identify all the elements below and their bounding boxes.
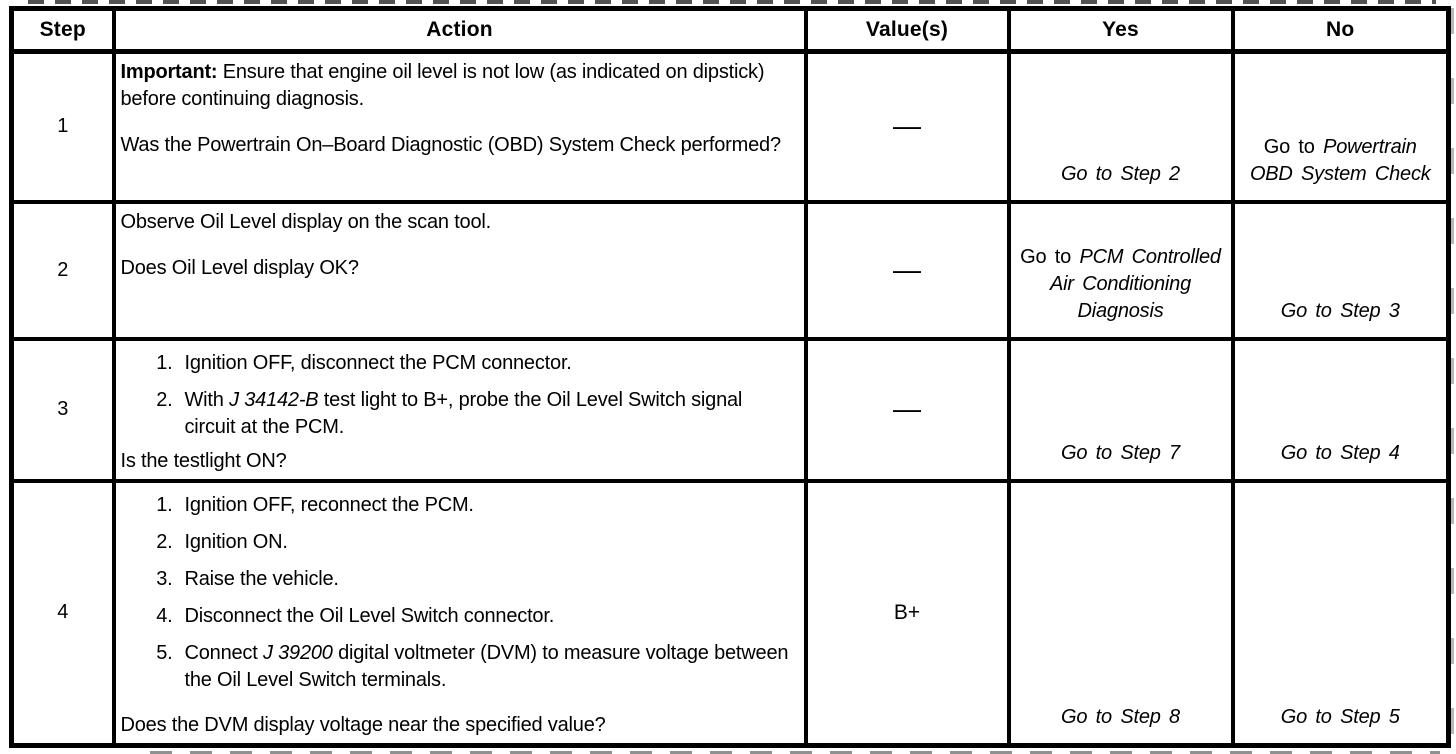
value-cell: — xyxy=(803,199,1011,341)
table-row-step-4: 4 1. Ignition OFF, reconnect the PCM. 2.… xyxy=(9,478,1451,747)
list-text: Ignition OFF, disconnect the PCM connect… xyxy=(184,351,572,374)
no-cell: Go to Step 5 xyxy=(1230,478,1451,747)
step-number: 2 xyxy=(9,199,116,341)
action-text: Observe Oil Level display on the scan to… xyxy=(120,210,492,233)
action-cell: Important: Ensure that engine oil level … xyxy=(111,49,808,204)
list-text: Disconnect the Oil Level Switch connecto… xyxy=(184,604,555,627)
col-header-step: Step xyxy=(9,6,116,54)
question-text: Was the Powertrain On–Board Diagnostic (… xyxy=(120,134,782,156)
list-number: 3. xyxy=(156,567,173,590)
yes-cell: Go to Step 7 xyxy=(1006,336,1235,483)
goto-reference: Powertrain OBD System Check xyxy=(1249,135,1431,185)
procedure-list: 1. Ignition OFF, disconnect the PCM conn… xyxy=(121,346,796,441)
table-row-step-2: 2 Observe Oil Level display on the scan … xyxy=(9,199,1451,341)
yes-cell: Go to PCM Controlled Air Conditioning Di… xyxy=(1006,199,1235,341)
action-cell: 1. Ignition OFF, reconnect the PCM. 2. I… xyxy=(111,478,808,747)
list-number: 5. xyxy=(156,641,173,664)
list-number: 2. xyxy=(156,388,173,411)
list-text: Raise the vehicle. xyxy=(184,567,339,590)
yes-cell: Go to Step 8 xyxy=(1006,478,1235,747)
value-cell: — xyxy=(803,49,1011,204)
step-number: 3 xyxy=(9,336,116,483)
goto-reference: Go to Step 2 xyxy=(1061,162,1180,185)
col-header-action: Action xyxy=(111,6,808,54)
table-row-step-1: 1 Important: Ensure that engine oil leve… xyxy=(9,49,1451,204)
yes-cell: Go to Step 2 xyxy=(1006,49,1235,204)
action-cell: Observe Oil Level display on the scan to… xyxy=(111,199,808,341)
list-text: Ignition OFF, reconnect the PCM. xyxy=(184,493,474,516)
scan-artifact-bottom-edge xyxy=(150,751,1440,754)
procedure-list: 1. Ignition OFF, reconnect the PCM. 2. I… xyxy=(121,488,796,694)
diagnostic-table: Step Action Value(s) Yes No 1 Important:… xyxy=(9,6,1451,748)
dash-value: — xyxy=(893,253,921,285)
col-header-yes: Yes xyxy=(1006,6,1235,54)
goto-reference: Go to Step 4 xyxy=(1280,441,1400,464)
list-item: 5. Connect J 39200 digital voltmeter (DV… xyxy=(121,640,796,694)
list-text: Ignition ON. xyxy=(184,530,288,553)
table-row-step-3: 3 1. Ignition OFF, disconnect the PCM co… xyxy=(9,336,1451,483)
goto-reference: Go to Step 7 xyxy=(1061,441,1180,464)
header-row: Step Action Value(s) Yes No xyxy=(9,6,1451,54)
list-number: 4. xyxy=(156,604,173,627)
list-number: 1. xyxy=(156,351,173,374)
dash-value: — xyxy=(893,110,921,142)
scan-artifact-top-edge xyxy=(28,0,1436,4)
col-header-no: No xyxy=(1230,6,1451,54)
dash-value: — xyxy=(893,393,921,424)
goto-reference: Go to Step 3 xyxy=(1280,299,1400,322)
goto-reference: Go to Step 8 xyxy=(1061,705,1180,728)
no-cell: Go to Powertrain OBD System Check xyxy=(1230,49,1451,204)
list-item: 1. Ignition OFF, disconnect the PCM conn… xyxy=(121,350,796,377)
list-item: 1. Ignition OFF, reconnect the PCM. xyxy=(121,492,796,519)
list-item: 3. Raise the vehicle. xyxy=(121,566,796,593)
scan-artifact-right-edge xyxy=(1451,8,1454,738)
question-text: Does the DVM display voltage near the sp… xyxy=(120,713,606,736)
question-text: Does Oil Level display OK? xyxy=(120,256,359,279)
action-cell: 1. Ignition OFF, disconnect the PCM conn… xyxy=(111,336,808,483)
list-text: With J 34142-B test light to B+, probe t… xyxy=(184,388,743,438)
no-cell: Go to Step 4 xyxy=(1230,336,1451,483)
list-item: 2. With J 34142-B test light to B+, prob… xyxy=(121,387,796,441)
goto-reference: Go to Step 5 xyxy=(1280,705,1400,728)
col-header-values: Value(s) xyxy=(803,6,1011,54)
important-label: Important: xyxy=(120,61,218,83)
list-text: Connect J 39200 digital voltmeter (DVM) … xyxy=(184,641,789,691)
step-number: 1 xyxy=(9,49,116,204)
value-cell: B+ xyxy=(803,478,1011,747)
goto-prefix: Go to xyxy=(1020,245,1080,268)
goto-reference: PCM Controlled Air Conditioning Diagnosi… xyxy=(1050,245,1221,322)
list-number: 1. xyxy=(156,493,173,516)
list-item: 4. Disconnect the Oil Level Switch conne… xyxy=(121,603,796,630)
value-cell: — xyxy=(803,336,1011,483)
no-cell: Go to Step 3 xyxy=(1230,199,1451,341)
important-text: Ensure that engine oil level is not low … xyxy=(120,61,765,110)
question-text: Is the testlight ON? xyxy=(120,449,287,472)
value-text: B+ xyxy=(893,600,921,624)
list-number: 2. xyxy=(156,530,173,553)
list-item: 2. Ignition ON. xyxy=(121,529,796,556)
step-number: 4 xyxy=(9,478,116,747)
goto-prefix: Go to xyxy=(1263,135,1324,158)
important-note: Important: Ensure that engine oil level … xyxy=(121,59,796,113)
